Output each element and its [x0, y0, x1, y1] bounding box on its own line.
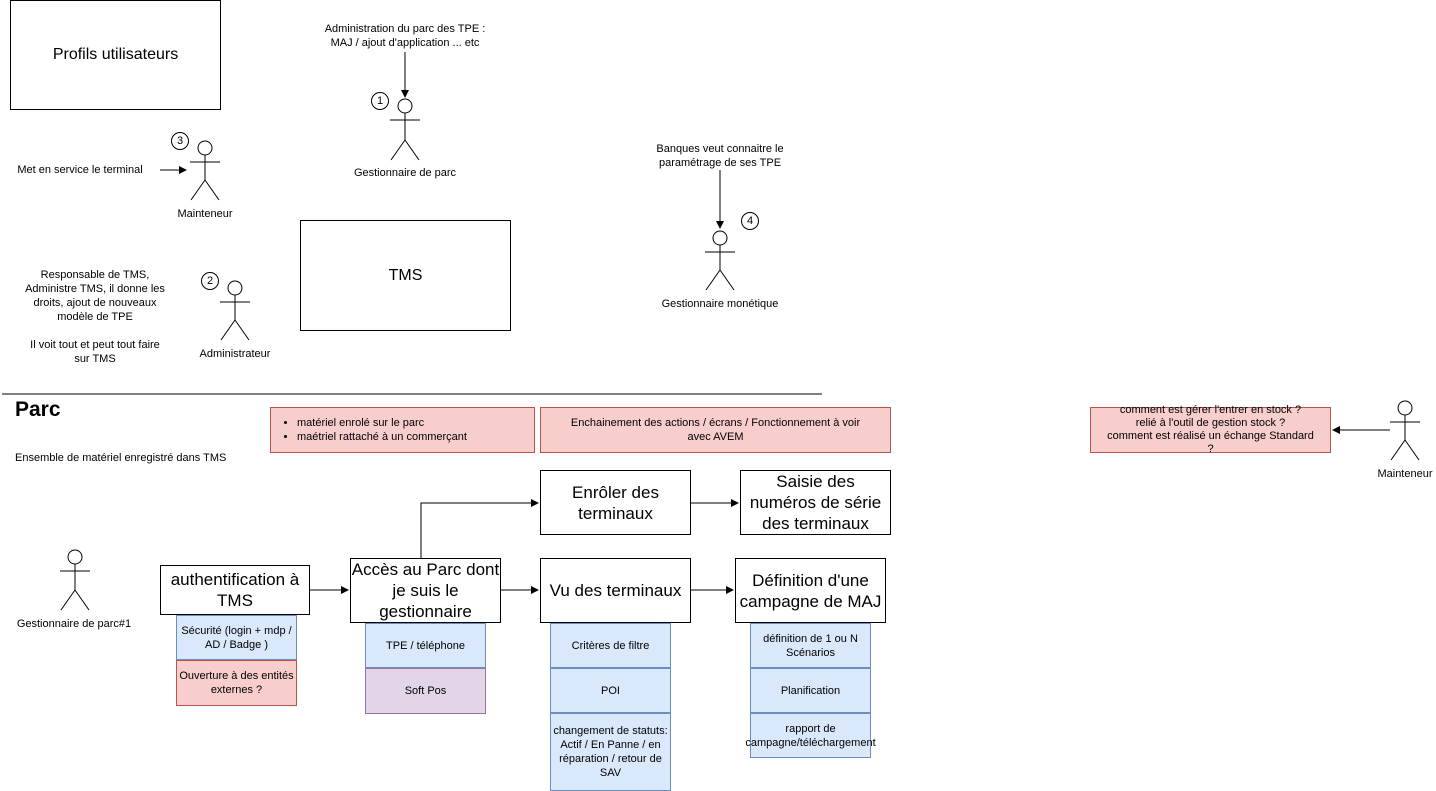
- sub-rapport-label: rapport de campagne/téléchargement: [745, 722, 876, 749]
- sub-planification-label: Planification: [780, 684, 841, 697]
- sub-planification: Planification: [750, 668, 871, 713]
- flow-auth-label: authentification à TMS: [170, 570, 300, 610]
- parc-actions-note: Enchainement des actions / écrans / Fonc…: [540, 407, 891, 453]
- actor-number-2: 2: [201, 272, 219, 290]
- gestionnaire-parc-note: Administration du parc des TPE : MAJ / a…: [300, 22, 510, 50]
- flow-saisie-label: Saisie des numéros de série des terminau…: [749, 472, 882, 533]
- flow-saisie-box: Saisie des numéros de série des terminau…: [740, 470, 891, 535]
- mainteneur-label: Mainteneur: [177, 208, 233, 220]
- sub-securite: Sécurité (login + mdp / AD / Badge ): [176, 615, 297, 660]
- gestionnaire-parc1-label: Gestionnaire de parc#1: [16, 618, 132, 630]
- monetique-note: Banques veut connaitre le paramétrage de…: [630, 142, 810, 170]
- administrateur-note-line2: Administre TMS, il donne les: [25, 283, 165, 295]
- flow-auth-box: authentification à TMS: [160, 565, 310, 615]
- actor-number-4: 4: [741, 212, 759, 230]
- sub-criteres-label: Critères de filtre: [571, 639, 650, 652]
- administrateur-note-line3: droits, ajout de nouveaux: [33, 297, 157, 309]
- actor-mainteneur-figure: [190, 140, 220, 201]
- flow-enroler-box: Enrôler des terminaux: [540, 470, 691, 535]
- stock-line4: ?: [1207, 443, 1214, 455]
- actor-administrateur-figure: [220, 280, 250, 341]
- parc-title: Parc: [15, 398, 61, 421]
- sub-poi: POI: [550, 668, 671, 713]
- sub-rapport: rapport de campagne/téléchargement: [745, 713, 876, 758]
- profils-box: Profils utilisateurs: [10, 0, 221, 110]
- sub-poi-label: POI: [601, 684, 620, 697]
- parc-enrol-item: matériel enrolé sur le parc: [297, 416, 467, 430]
- tms-title: TMS: [388, 266, 423, 284]
- stock-line3: comment est réalisé un échange Standard: [1107, 430, 1314, 442]
- sub-softpos-label: Soft Pos: [404, 685, 447, 697]
- flow-acces-label: Accès au Parc dont je suis le gestionnai…: [351, 560, 500, 621]
- mainteneur-right-label: Mainteneur: [1377, 468, 1433, 480]
- administrateur-label: Administrateur: [199, 348, 271, 360]
- sub-definition: définition de 1 ou N Scénarios: [750, 623, 871, 668]
- actor-gestionnaire-parc1-figure: [60, 549, 90, 611]
- flow-campagne-box: Définition d'une campagne de MAJ: [735, 558, 886, 623]
- actor-mainteneur-right-figure: [1390, 400, 1420, 461]
- parc-enrol-list: matériel enrolé sur le parc maétriel rat…: [271, 416, 467, 444]
- monetique-note-line2: paramétrage de ses TPE: [658, 157, 782, 169]
- actor-gestionnaire-parc-figure: [390, 98, 420, 161]
- actor-monetique-figure: [705, 230, 735, 291]
- parc-actions-line1: Enchainement des actions / écrans / Fonc…: [570, 417, 861, 429]
- sub-changement: changement de statuts: Actif / En Panne …: [550, 713, 671, 791]
- actor-number-3: 3: [171, 132, 189, 150]
- sub-securite-label: Sécurité (login + mdp / AD / Badge ): [181, 624, 292, 651]
- flow-vu-box: Vu des terminaux: [540, 558, 691, 623]
- flow-enroler-label: Enrôler des terminaux: [572, 482, 659, 523]
- sub-softpos: Soft Pos: [365, 668, 486, 714]
- sub-definition-label: définition de 1 ou N Scénarios: [763, 632, 858, 659]
- stock-line2: relié à l'outil de gestion stock ?: [1135, 417, 1286, 429]
- flow-vu-label: Vu des terminaux: [549, 581, 682, 600]
- stock-line1: comment est gérer l'entrer en stock ?: [1119, 404, 1302, 416]
- sub-tpe-label: TPE / téléphone: [386, 639, 465, 652]
- profils-title: Profils utilisateurs: [52, 46, 179, 63]
- parc-description: Ensemble de matériel enregistré dans TMS: [15, 452, 227, 464]
- gestionnaire-parc-note-line2: MAJ / ajout d'application ... etc: [330, 37, 480, 49]
- parc-actions-line2: avec AVEM: [687, 431, 744, 443]
- gestionnaire-parc-note-line1: Administration du parc des TPE :: [324, 23, 486, 35]
- parc-enrol-note: matériel enrolé sur le parc maétriel rat…: [270, 407, 535, 453]
- mainteneur-note: Met en service le terminal: [17, 164, 143, 176]
- tms-box: TMS: [300, 220, 511, 331]
- sub-ouverture: Ouverture à des entités externes ?: [176, 660, 297, 706]
- administrateur-note-line1: Responsable de TMS,: [40, 269, 150, 281]
- flow-acces-box: Accès au Parc dont je suis le gestionnai…: [350, 558, 501, 623]
- parc-enrol-item: maétriel rattaché à un commerçant: [297, 430, 467, 444]
- stock-note: comment est gérer l'entrer en stock ? re…: [1090, 404, 1331, 455]
- administrateur-note-line5: Il voit tout et peut tout faire: [30, 339, 160, 351]
- actor-number-1: 1: [371, 92, 389, 110]
- administrateur-note: Responsable de TMS, Administre TMS, il d…: [20, 268, 170, 366]
- arrow-acces-to-enroler: [420, 499, 539, 558]
- monetique-note-line1: Banques veut connaitre le: [656, 143, 784, 155]
- administrateur-note-line6: sur TMS: [74, 353, 116, 365]
- administrateur-note-line4: modèle de TPE: [57, 311, 133, 323]
- sub-tpe: TPE / téléphone: [365, 623, 486, 668]
- flow-campagne-label: Définition d'une campagne de MAJ: [739, 570, 882, 611]
- sub-ouverture-label: Ouverture à des entités externes ?: [179, 670, 294, 696]
- monetique-label: Gestionnaire monétique: [661, 298, 779, 310]
- sub-changement-label: changement de statuts: Actif / En Panne …: [553, 725, 668, 779]
- gestionnaire-parc-label: Gestionnaire de parc: [353, 167, 457, 179]
- sub-criteres: Critères de filtre: [550, 623, 671, 668]
